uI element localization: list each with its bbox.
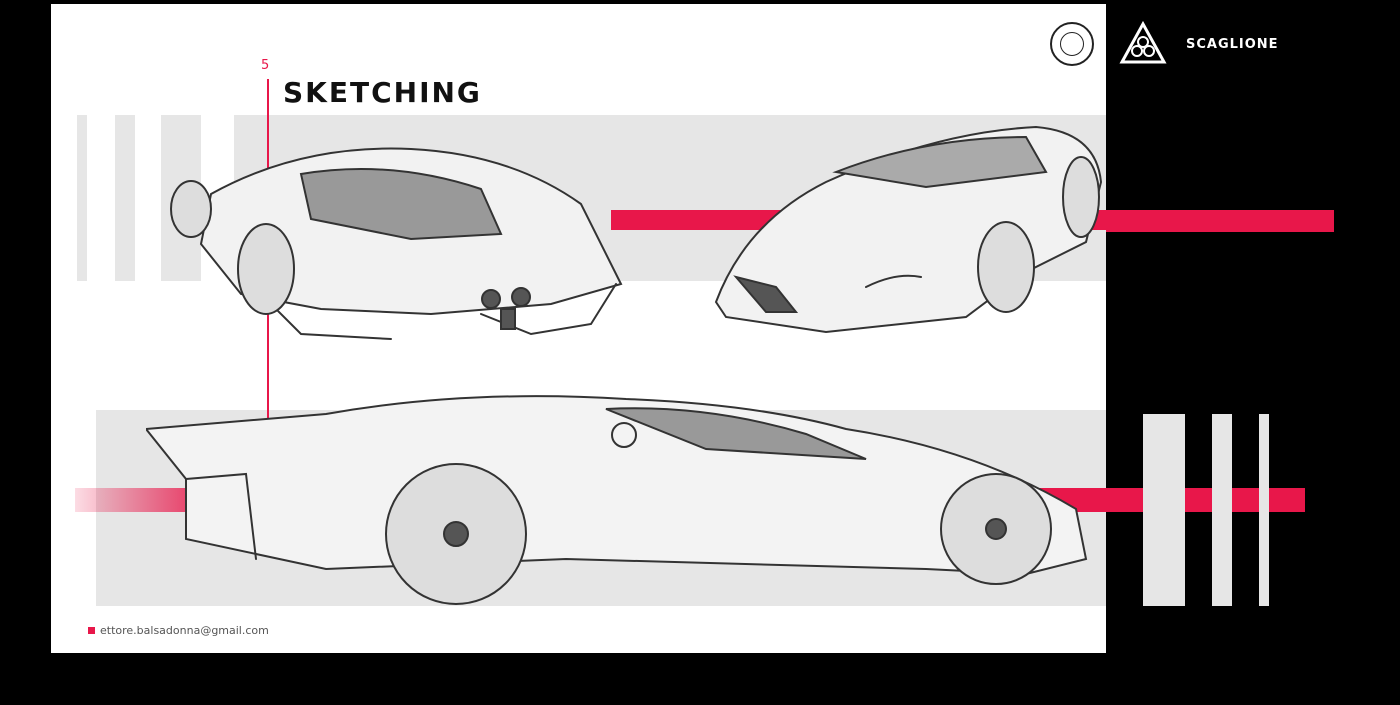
front-three-quarter-sketch <box>714 125 1103 334</box>
brand-name: SCAGLIONE <box>1186 37 1279 52</box>
side-profile-sketch <box>146 395 1088 605</box>
emblem-inner-ring <box>1060 32 1084 56</box>
presentation-sheet: 5 SKETCHING <box>51 4 1106 653</box>
stripe-left-1 <box>77 115 87 281</box>
rear-three-quarter-sketch <box>170 147 623 340</box>
section-number: 5 <box>261 58 270 73</box>
email-marker <box>88 627 95 634</box>
stripe-black-3 <box>1259 414 1269 606</box>
page-title: SKETCHING <box>283 76 482 109</box>
red-accent-bar-right-top <box>1100 210 1334 232</box>
stripe-black-1 <box>1143 414 1185 606</box>
stripe-black-2 <box>1212 414 1232 606</box>
quadrifoglio-triangle-icon <box>1119 20 1167 64</box>
stripe-left-2 <box>115 115 135 281</box>
contact-email: ettore.balsadonna@gmail.com <box>100 624 269 637</box>
alfa-romeo-emblem-icon <box>1050 22 1094 66</box>
